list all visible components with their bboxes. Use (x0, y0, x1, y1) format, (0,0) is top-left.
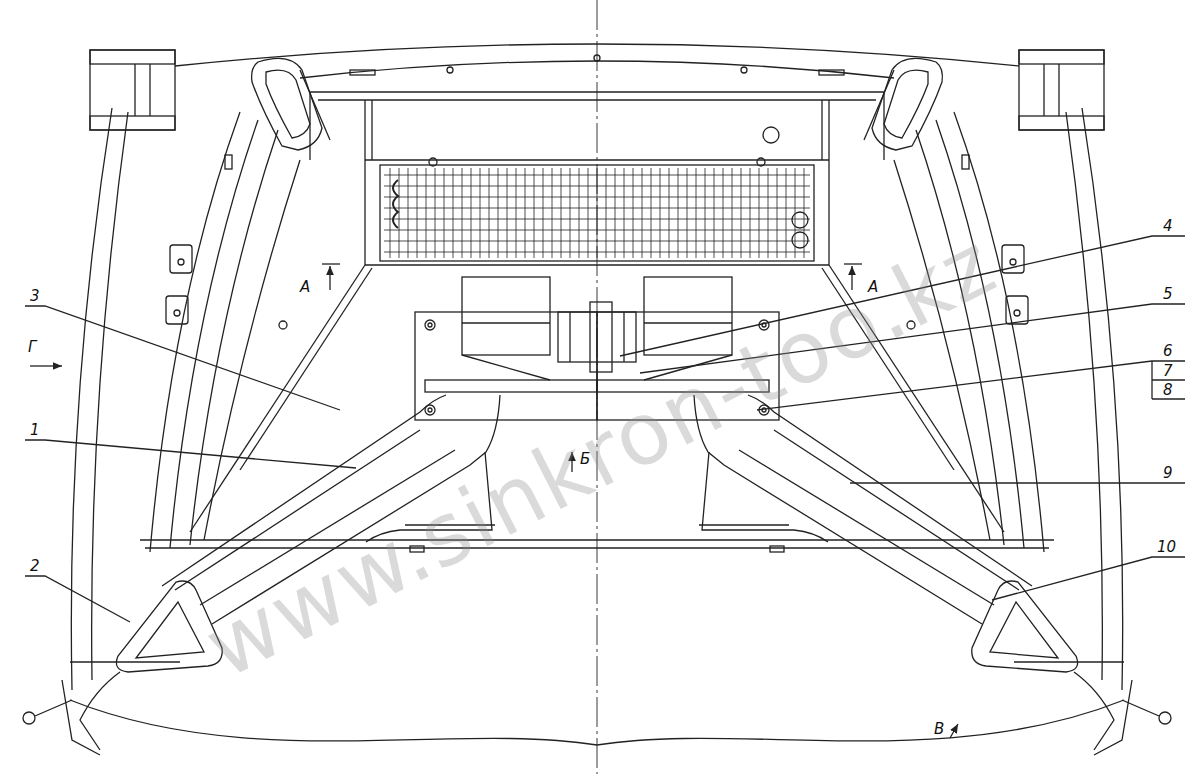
view-letter: Г (28, 340, 36, 355)
callout-number: 3 (30, 289, 40, 304)
callout-number: 10 (1157, 540, 1176, 555)
radiator-fin (543, 168, 544, 258)
radiator-fin (723, 168, 724, 258)
radiator-fin (552, 168, 553, 258)
callout-number: 1 (30, 423, 40, 438)
radiator-tube (384, 230, 810, 231)
radiator-fin (651, 168, 652, 258)
radiator-fin (615, 168, 616, 258)
radiator-fin (642, 168, 643, 258)
radiator-tube (384, 197, 810, 198)
radiator-fin (471, 168, 472, 258)
radiator-fin (516, 168, 517, 258)
radiator-fin (732, 168, 733, 258)
radiator-tube (384, 175, 810, 176)
callout-number: 9 (1163, 466, 1173, 481)
radiator-fin (399, 168, 400, 258)
radiator-fin (561, 168, 562, 258)
radiator-fin (498, 168, 499, 258)
radiator-fin (390, 168, 391, 258)
callout-number: 8 (1163, 383, 1173, 398)
radiator-fin (534, 168, 535, 258)
radiator-fin (417, 168, 418, 258)
radiator-fin (444, 168, 445, 258)
radiator-tube (384, 186, 810, 187)
radiator-fin (786, 168, 787, 258)
radiator-fin (489, 168, 490, 258)
radiator-fin (705, 168, 706, 258)
radiator-fin (750, 168, 751, 258)
callout-number: 2 (30, 559, 40, 574)
radiator-fin (435, 168, 436, 258)
radiator-fin (570, 168, 571, 258)
radiator-fin (426, 168, 427, 258)
radiator-fin (633, 168, 634, 258)
radiator-fin (669, 168, 670, 258)
radiator-fin (525, 168, 526, 258)
radiator-tube (384, 219, 810, 220)
radiator-fin (741, 168, 742, 258)
radiator-fin (714, 168, 715, 258)
radiator-fin (462, 168, 463, 258)
radiator-fin (579, 168, 580, 258)
radiator-fin (678, 168, 679, 258)
watermark: www.sinkron-too.kz (193, 219, 1008, 691)
radiator-fin (624, 168, 625, 258)
callout-number: 5 (1163, 287, 1173, 302)
radiator-fin (660, 168, 661, 258)
radiator-tube (384, 252, 810, 253)
view-letter: В (934, 722, 944, 737)
callout-number: 7 (1163, 364, 1173, 379)
radiator-fin (687, 168, 688, 258)
radiator-fin (408, 168, 409, 258)
radiator-tube (384, 208, 810, 209)
radiator-fin (480, 168, 481, 258)
callout-number: 4 (1163, 219, 1173, 234)
radiator-fin (777, 168, 778, 258)
radiator-tube (384, 241, 810, 242)
radiator-fin (606, 168, 607, 258)
section-letter: А (300, 280, 310, 295)
radiator-fin (453, 168, 454, 258)
radiator-fin (759, 168, 760, 258)
radiator-fin (507, 168, 508, 258)
radiator-fin (696, 168, 697, 258)
radiator-fin (597, 168, 598, 258)
radiator-fin (588, 168, 589, 258)
callout-number: 6 (1163, 344, 1173, 359)
radiator-fin (768, 168, 769, 258)
